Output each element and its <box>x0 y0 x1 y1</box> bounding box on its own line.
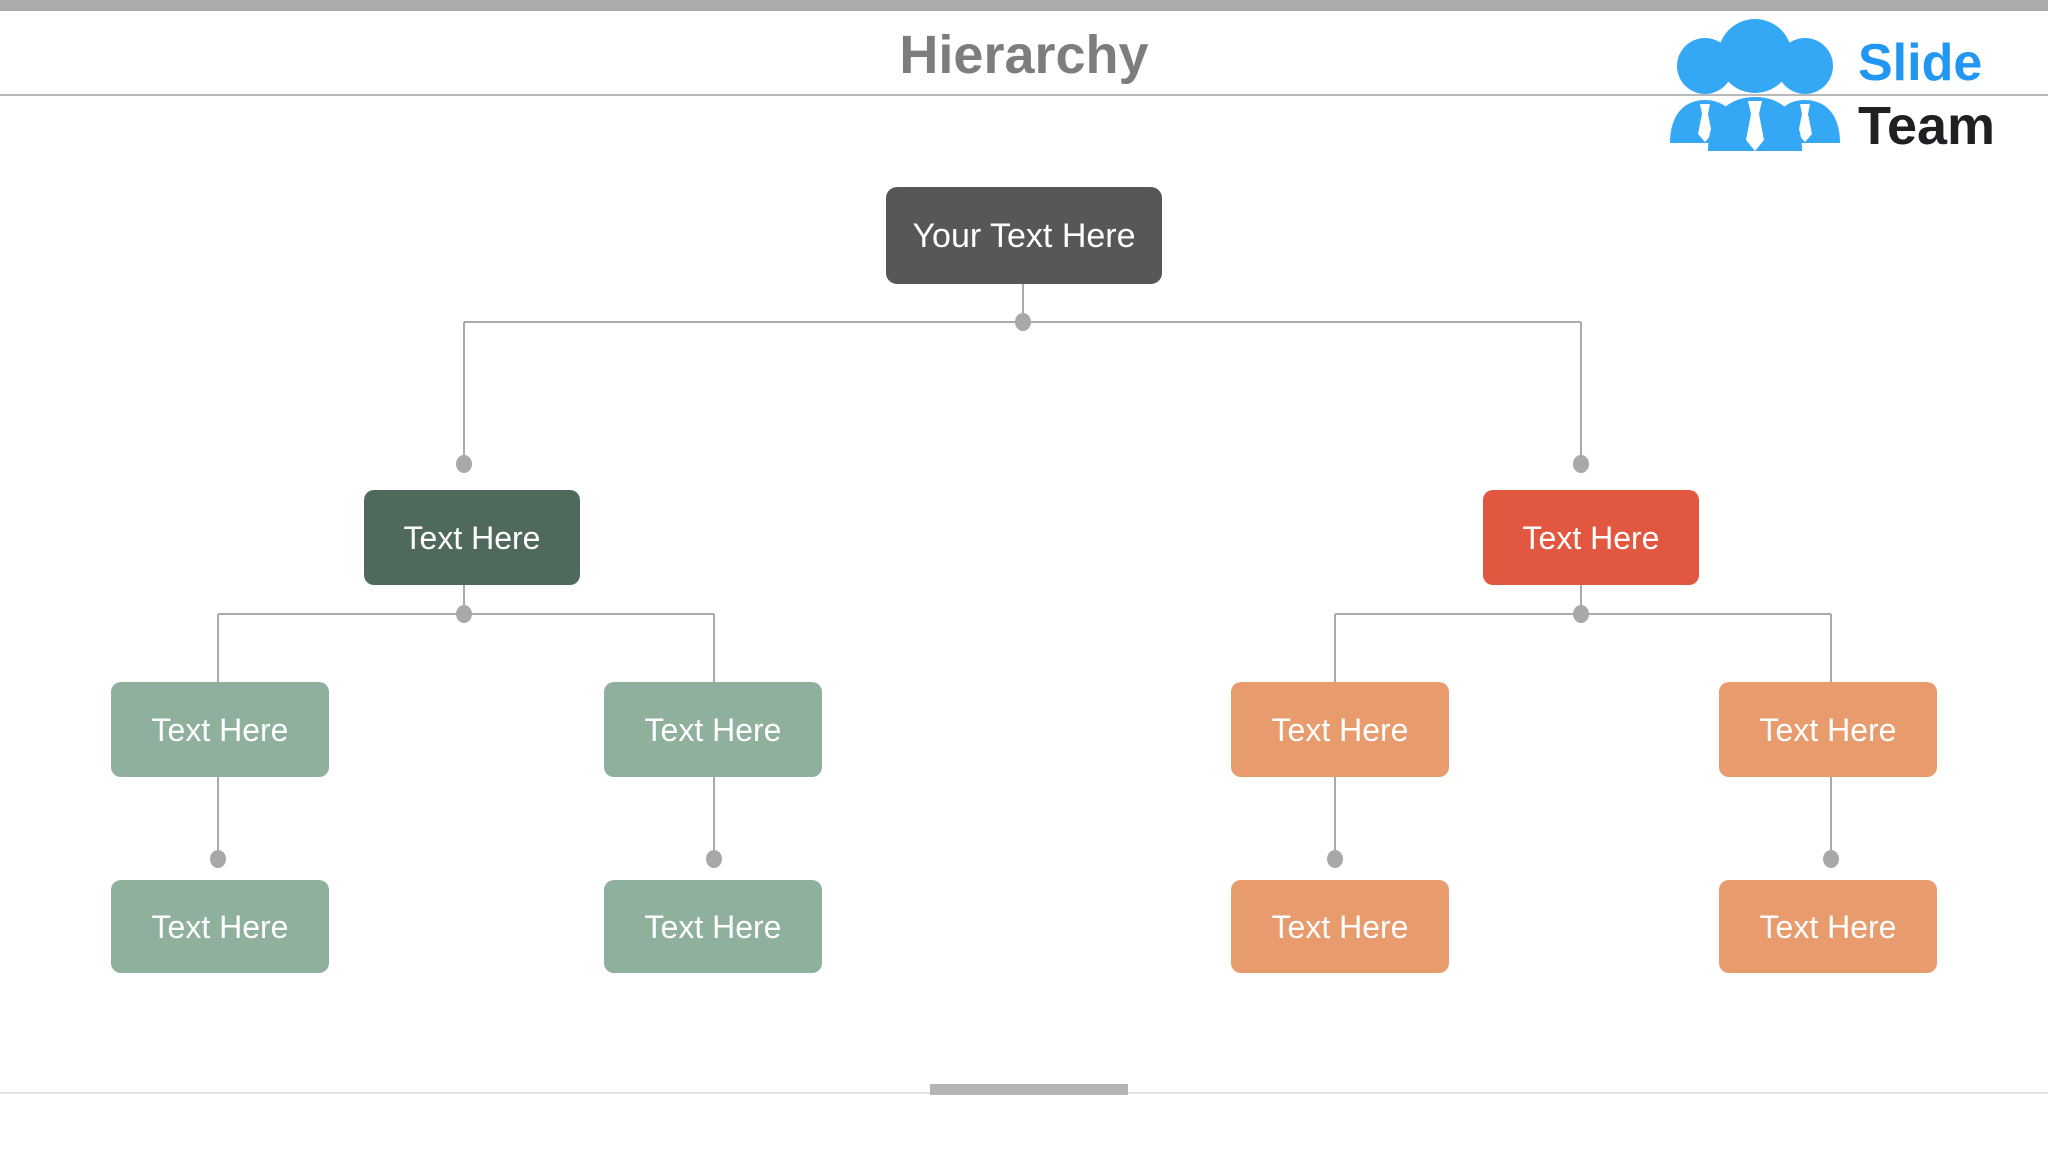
junction-dot-root <box>1015 313 1031 331</box>
node-right-grandchild-1-label: Text Here <box>1271 908 1409 945</box>
window-top-bar <box>0 0 2048 11</box>
node-right-child-2-label: Text Here <box>1759 711 1897 748</box>
node-left-child-1[interactable]: Text Here <box>111 682 329 777</box>
node-branch-right-label: Text Here <box>1522 519 1660 556</box>
node-left-grandchild-1-label: Text Here <box>151 908 289 945</box>
node-left-grandchild-2-label: Text Here <box>644 908 782 945</box>
node-right-child-1[interactable]: Text Here <box>1231 682 1449 777</box>
people-group-icon <box>1670 19 1840 151</box>
junction-dot-left-bus <box>456 605 472 623</box>
junction-dot-right-leaf-2 <box>1823 850 1839 868</box>
junction-dot-right-bus <box>1573 605 1589 623</box>
node-left-grandchild-1[interactable]: Text Here <box>111 880 329 973</box>
node-left-child-2[interactable]: Text Here <box>604 682 822 777</box>
node-branch-left-label: Text Here <box>403 519 541 556</box>
node-root-label: Your Text Here <box>912 216 1136 255</box>
node-branch-left[interactable]: Text Here <box>364 490 580 585</box>
node-branch-right[interactable]: Text Here <box>1483 490 1699 585</box>
junction-dot-left-leaf-2 <box>706 850 722 868</box>
node-left-grandchild-2[interactable]: Text Here <box>604 880 822 973</box>
node-right-grandchild-2[interactable]: Text Here <box>1719 880 1937 973</box>
node-right-child-1-label: Text Here <box>1271 711 1409 748</box>
junction-dot-branch-right <box>1573 455 1589 473</box>
node-left-child-2-label: Text Here <box>644 711 782 748</box>
page-title: Hierarchy <box>899 25 1149 85</box>
node-right-child-2[interactable]: Text Here <box>1719 682 1937 777</box>
junction-dot-right-leaf-1 <box>1327 850 1343 868</box>
node-right-grandchild-2-label: Text Here <box>1759 908 1897 945</box>
junction-dot-branch-left <box>456 455 472 473</box>
connector-dots <box>210 313 1839 868</box>
junction-dot-left-leaf-1 <box>210 850 226 868</box>
node-right-grandchild-1[interactable]: Text Here <box>1231 880 1449 973</box>
horizontal-scrollbar-thumb[interactable] <box>930 1084 1128 1095</box>
slideteam-logo[interactable]: Slide Team <box>1662 18 2032 158</box>
logo-word-slide: Slide <box>1858 34 1982 92</box>
slide-header: Hierarchy <box>0 11 2048 95</box>
node-left-child-1-label: Text Here <box>151 711 289 748</box>
node-root[interactable]: Your Text Here <box>886 187 1162 284</box>
logo-word-team: Team <box>1858 96 1995 156</box>
header-divider <box>0 94 2048 96</box>
